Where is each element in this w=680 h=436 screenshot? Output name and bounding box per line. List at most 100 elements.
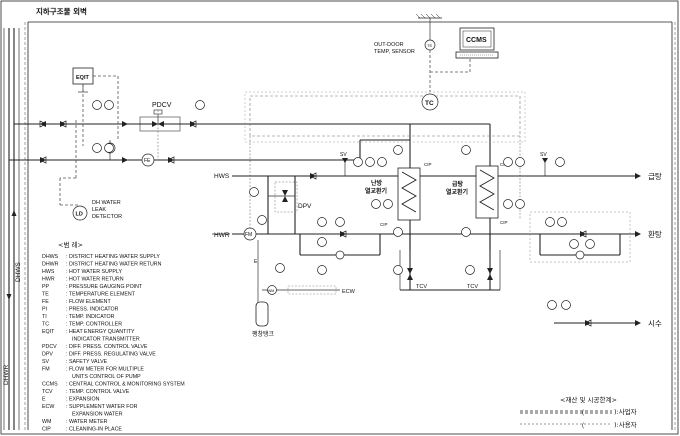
out-city-label: 시수 (648, 319, 662, 328)
legend-desc: : WATER METER (66, 419, 108, 425)
outdoor-sensor-line-2: TEMP, SENSOR (374, 49, 415, 55)
tcv-assemblies (399, 234, 501, 291)
hotwater-hx-line-1: 급탕 (452, 180, 464, 188)
leak-detector: LD DH WATER LEAK DETECTOR (59, 178, 122, 221)
dh-leak-line-1: DH WATER (92, 200, 121, 206)
ecw-label: ECW (342, 289, 356, 295)
legend-code: HWS (42, 269, 55, 275)
legend-code: E (42, 397, 46, 403)
svg-text:TE: TE (427, 43, 432, 48)
legend-code: HWR (42, 277, 55, 283)
outdoor-temp-sensor: TE OUT-DOOR TEMP, SENSOR (374, 13, 442, 55)
expansion-system: E WM (254, 240, 340, 327)
legend-code: TE (42, 292, 49, 298)
legend-desc: : PRESSURE GAUGING POINT (66, 284, 143, 290)
dpv-bypass (267, 176, 298, 234)
tcv-label-1: TCV (416, 284, 427, 290)
hws-line (232, 158, 641, 180)
heating-heat-exchanger (397, 146, 421, 250)
sv-label-1: SV (340, 152, 347, 158)
out-return-label: 환탕 (648, 229, 662, 239)
legend-desc: : DIFF. PRESS. CONTROL VALVE (66, 344, 148, 350)
legend-desc: : FLOW ELEMENT (66, 299, 111, 305)
legend-desc: : EXPANSION (66, 397, 100, 403)
boundary-user: ):사용자 (614, 420, 637, 429)
tcv-label-2: TCV (467, 284, 478, 290)
hwr-line (212, 211, 641, 263)
legend-desc: : PRESS. INDICATOR (66, 307, 119, 313)
sv-label-2: SV (540, 152, 547, 158)
dhws-side-label: DHWS (15, 261, 22, 282)
pdcv-label: PDCV (152, 102, 172, 109)
cip-label-1: CIP (424, 162, 432, 167)
legend-code: ECW (42, 404, 54, 410)
legend-desc: : TEMP. CONTROLLER (66, 322, 122, 328)
control-signal-lines (244, 50, 526, 230)
ld-label: LD (76, 212, 83, 218)
temp-controller: TC (421, 93, 439, 111)
primary-return-line (9, 139, 410, 164)
legend-list: DHWS : DISTRICT HEATING WATER SUPPLY DHWR… (42, 254, 185, 433)
legend-code: DPV (42, 352, 53, 358)
svg-text:FE: FE (144, 158, 151, 164)
tc-label: TC (425, 100, 434, 107)
hws-label: HWS (214, 173, 230, 180)
legend-desc: : SUPPLEMENT WATER FOR (66, 404, 138, 410)
legend-code: TCV (42, 389, 53, 395)
primary-supply-line (14, 120, 491, 146)
cip-label-2: CIP (380, 222, 388, 227)
legend-code: FE (42, 299, 49, 305)
diagram-title: 지하구조물 외벽 (36, 6, 87, 16)
legend-desc: : CLEANING-IN PLACE (66, 427, 122, 433)
cip-label-3: CIP (500, 162, 508, 167)
boundary-title: <재산 및 시공한계> (560, 395, 617, 404)
legend-desc: : CENTRAL CONTROL & MONITORING SYSTEM (66, 382, 185, 388)
svg-text:E: E (254, 259, 258, 265)
boundary-legend: ( ( (520, 410, 612, 429)
dh-leak-line-3: DETECTOR (92, 214, 122, 220)
legend-code: SV (42, 359, 50, 365)
city-water-line (554, 319, 641, 327)
legend-desc: : HOT WATER SUPPLY (66, 269, 122, 275)
legend-desc: : HOT WATER RETURN (66, 277, 124, 283)
legend-code: EQIT (42, 329, 55, 335)
legend-code: DHWR (42, 262, 59, 268)
legend-code: TC (42, 322, 49, 328)
heating-hx-line-1: 난방 (371, 179, 383, 187)
legend-desc: : DISTRICT HEATING WATER RETURN (66, 262, 162, 268)
out-supply-label: 급탕 (648, 171, 662, 181)
svg-text:(: ( (582, 423, 584, 429)
instrument-bubbles (92, 100, 595, 310)
eqit-label: EQIT (76, 75, 89, 81)
flow-element: FE (104, 140, 155, 167)
legend-desc: : DISTRICT HEATING WATER SUPPLY (66, 254, 160, 260)
legend-code: WM (42, 419, 51, 425)
pdcv-assembly (139, 109, 181, 160)
flow-meter: FM (243, 227, 257, 241)
legend-desc: INDICATOR TRANSMITTER (72, 337, 140, 343)
dhwr-side-label: DHWR (3, 364, 10, 385)
boundary-operator: ):사업자 (614, 407, 637, 416)
legend-desc: : HEAT ENERGY QUANTITY (66, 329, 135, 335)
legend-desc: UNITS CONTROL OF PUMP (72, 374, 141, 380)
svg-text:WM: WM (268, 289, 274, 293)
legend-code: DHWS (42, 254, 59, 260)
legend-desc: : FLOW METER FOR MULTIPLE (66, 367, 144, 373)
legend-desc: : TEMP. INDICATOR (66, 314, 115, 320)
dh-mains (3, 28, 20, 430)
hotwater-heat-exchanger (475, 146, 499, 250)
expansion-tank-label: 팽창탱크 (252, 330, 275, 338)
legend-code: PI (42, 307, 47, 313)
legend-code: CCMS (42, 382, 58, 388)
heating-hx-line-2: 열교환기 (365, 187, 387, 195)
cip-label-4: CIP (500, 220, 508, 225)
legend-code: FM (42, 367, 50, 373)
legend-desc: : DIFF. PRESS. REGULATING VALVE (66, 352, 156, 358)
svg-text:FM: FM (245, 232, 252, 238)
dpv-label: DPV (298, 203, 312, 210)
legend-desc: : TEMPERATURE ELEMENT (66, 292, 136, 298)
svg-text:(: ( (582, 410, 584, 416)
underground-wall (24, 21, 676, 430)
legend-desc: EXPANSION WATER (72, 412, 123, 418)
hotwater-hx-line-2: 열교환기 (446, 188, 468, 196)
